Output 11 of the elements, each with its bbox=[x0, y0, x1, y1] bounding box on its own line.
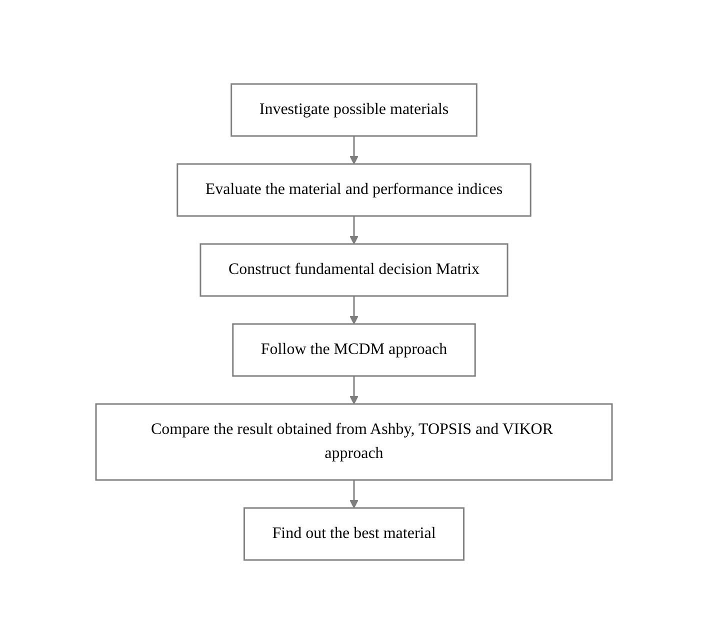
arrow bbox=[350, 376, 358, 404]
arrow bbox=[350, 480, 358, 508]
arrow bbox=[350, 216, 358, 244]
node-box: Investigate possible materials bbox=[230, 83, 478, 137]
node-box: Follow the MCDM approach bbox=[232, 323, 476, 377]
node-box: Compare the result obtained from Ashby, TOPSIS and VIKOR approach bbox=[95, 403, 613, 481]
node-box: Construct fundamental decision Matrix bbox=[200, 243, 508, 297]
node-box: Evaluate the material and performance indices bbox=[176, 163, 532, 217]
arrow bbox=[350, 136, 358, 164]
node-box: Find out the best material bbox=[243, 507, 465, 561]
arrow bbox=[350, 296, 358, 324]
